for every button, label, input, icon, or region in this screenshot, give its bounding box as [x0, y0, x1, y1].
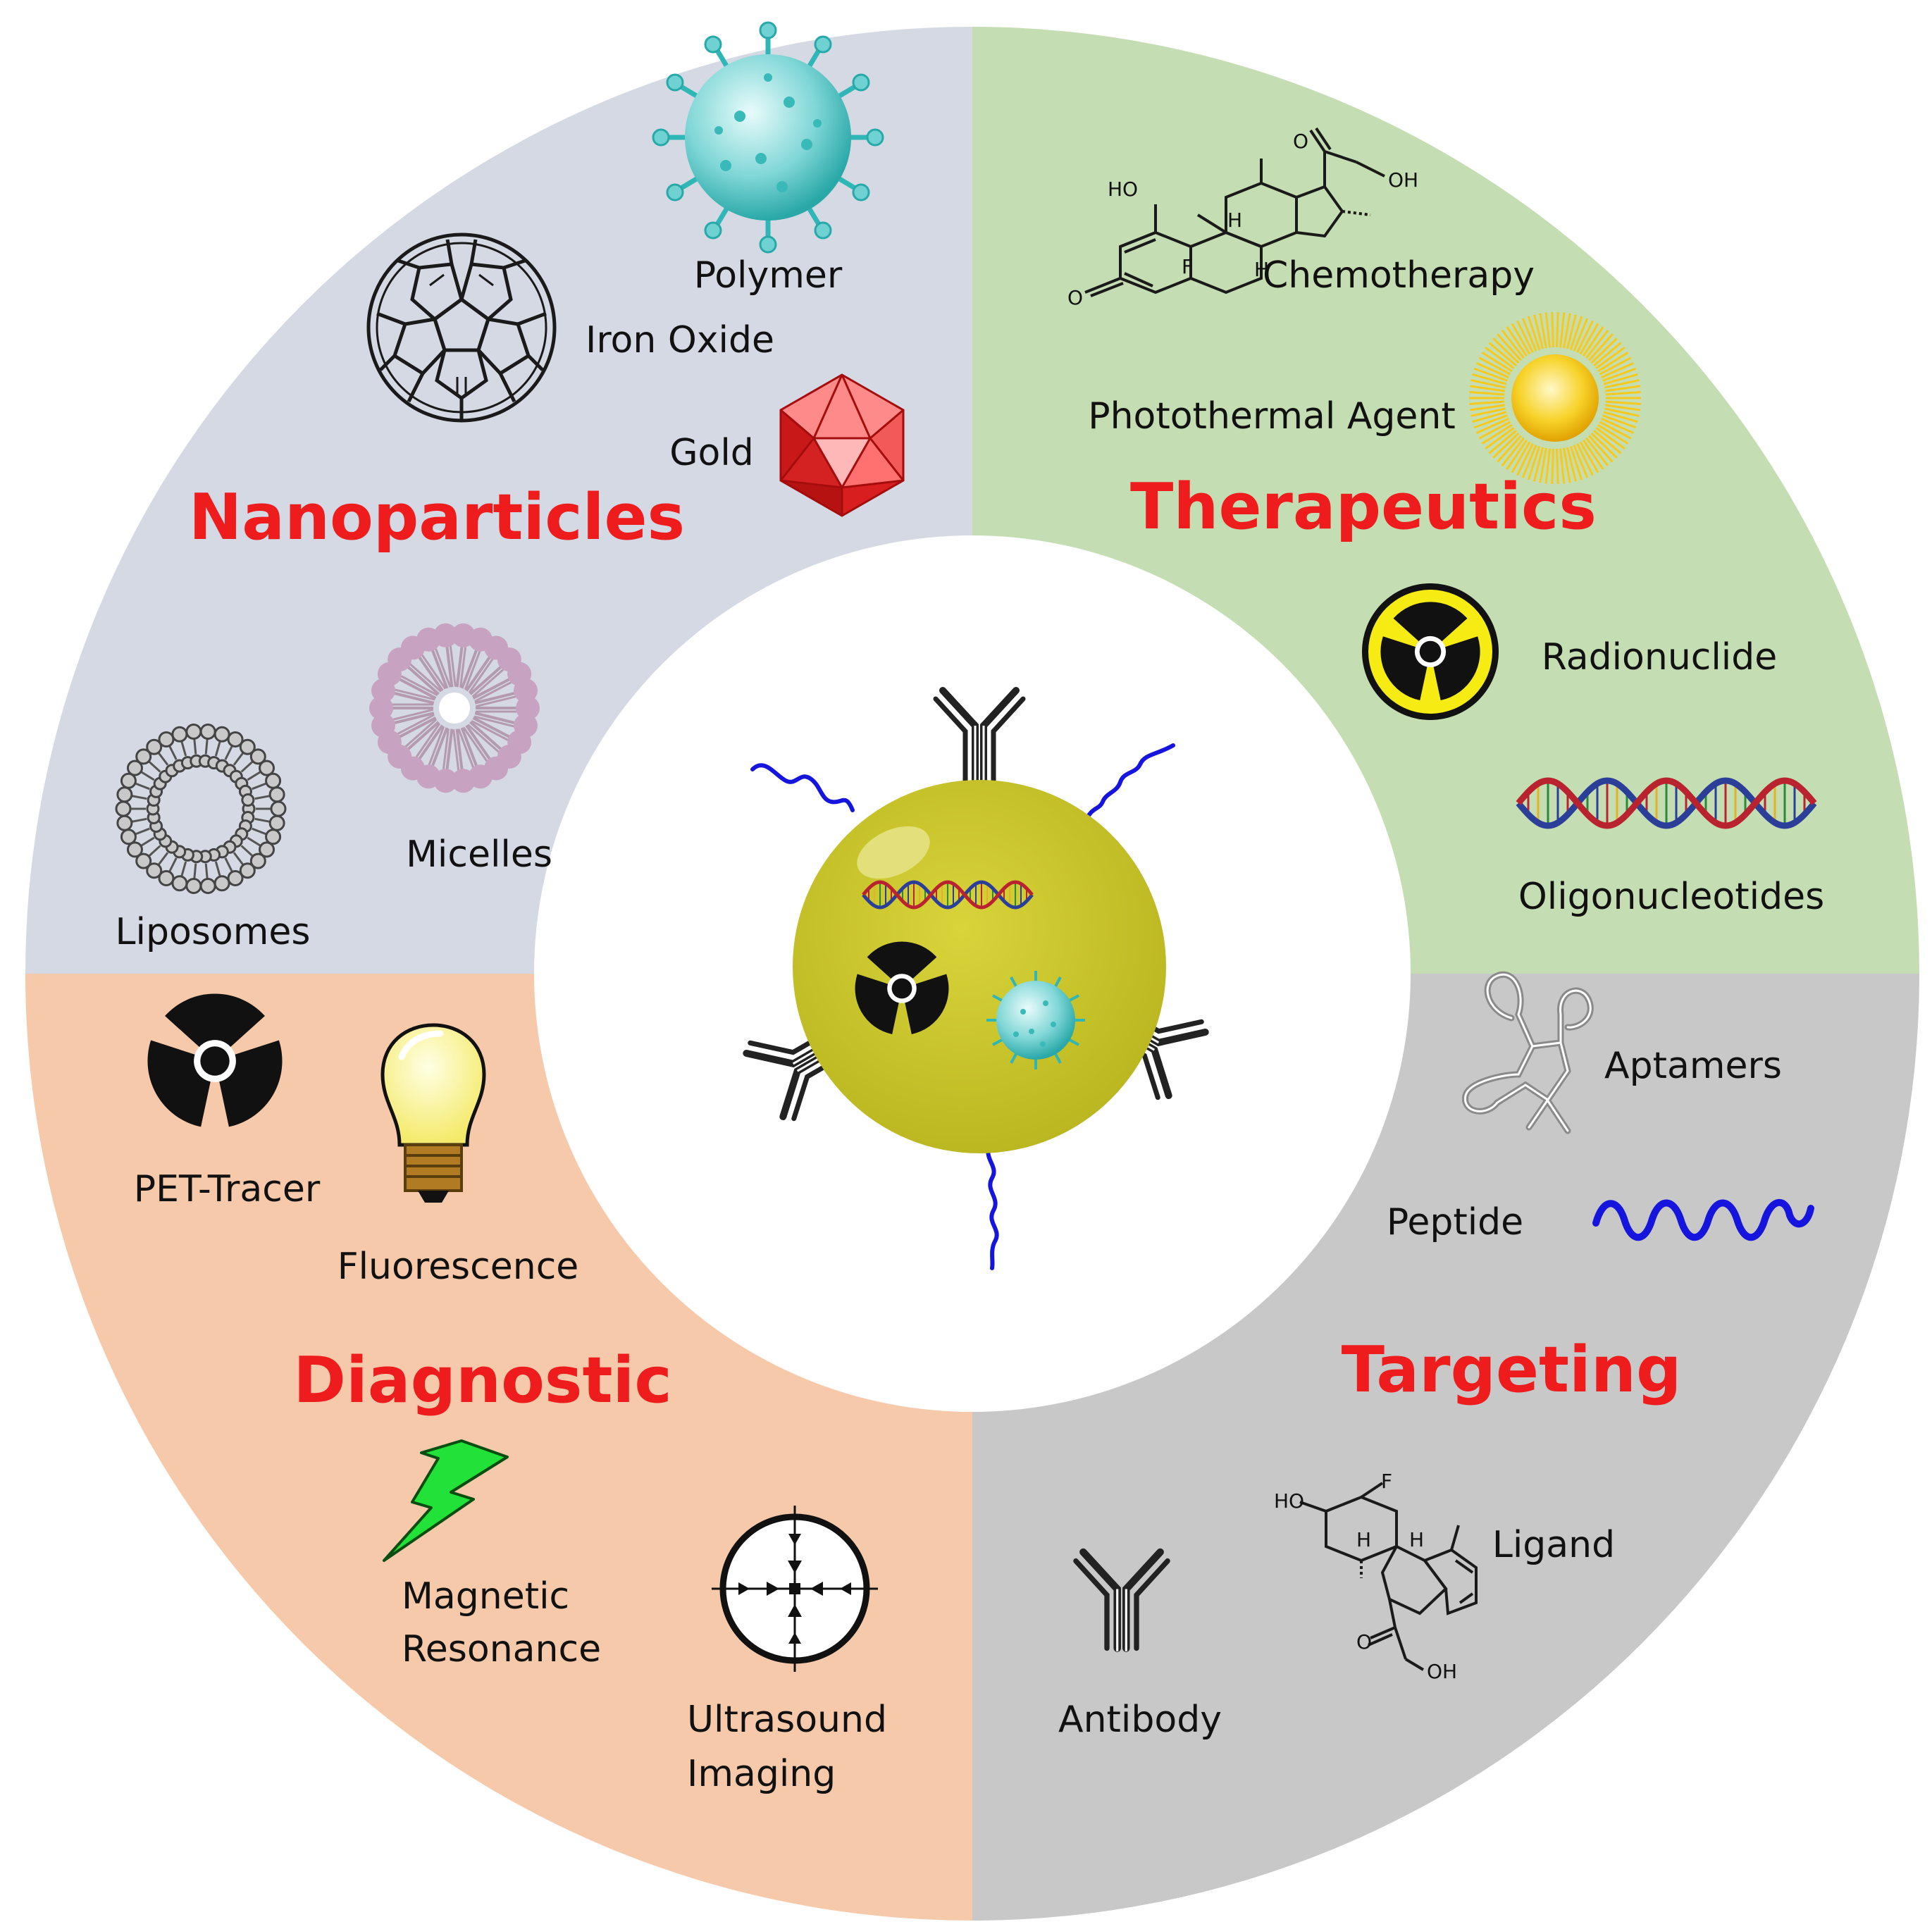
chemotherapy-label: Chemotherapy — [1263, 254, 1535, 297]
therapeutics-section: Therapeutics HO O OH F H — [1067, 127, 1824, 918]
chemo-ho-label: HO — [1108, 178, 1138, 201]
iron-oxide-label: Iron Oxide — [586, 319, 774, 361]
chemo-o-label: O — [1293, 130, 1308, 153]
ligand-ho-label: HO — [1274, 1489, 1304, 1513]
ultrasound-label-line1: Ultrasound — [687, 1699, 887, 1741]
ligand-oh-label: OH — [1427, 1660, 1457, 1683]
radionuclide-label: Radionuclide — [1542, 636, 1778, 678]
chemo-h2-label: H — [1254, 258, 1269, 281]
ligand-o-label: O — [1356, 1630, 1372, 1654]
diagnostic-title: Diagnostic — [293, 1344, 671, 1418]
polymer-label: Polymer — [694, 254, 843, 297]
core-sphere — [793, 780, 1166, 1153]
therapeutics-title: Therapeutics — [1130, 470, 1597, 544]
ultrasound-icon — [712, 1506, 878, 1672]
dna-icon — [1516, 777, 1817, 829]
chemo-ketone-o-label: O — [1067, 286, 1083, 309]
radiation-icon — [1362, 583, 1499, 720]
magnetic-label-line1: Magnetic — [402, 1575, 569, 1618]
sun-icon — [1469, 312, 1641, 484]
diagnostic-section: Diagnostic PET-Tracer Fluorescence Magne… — [134, 993, 887, 1795]
central-nanoparticle — [743, 690, 1208, 1270]
micelles-label: Micelles — [406, 833, 552, 876]
peptide-label: Peptide — [1387, 1201, 1523, 1243]
ligand-structure-icon — [1299, 1482, 1478, 1671]
lightbulb-icon — [380, 1023, 486, 1203]
ligand-f-label: F — [1381, 1470, 1392, 1493]
ligand-h2-label: H — [1409, 1528, 1424, 1551]
nanoparticles-section: Nanoparticles — [115, 21, 905, 953]
aptamers-label: Aptamers — [1604, 1045, 1782, 1087]
antibody-label: Antibody — [1058, 1699, 1222, 1741]
chemotherapy-structure-icon — [1084, 127, 1385, 297]
nanoparticles-title: Nanoparticles — [189, 480, 685, 554]
center-peptide-top-left — [750, 763, 855, 812]
center-dna-icon — [862, 880, 1034, 910]
aptamer-inner — [1464, 973, 1592, 1132]
ligand-h1-label: H — [1356, 1528, 1371, 1551]
center-peptide-bottom — [986, 1143, 999, 1270]
chemo-f-label: F — [1182, 255, 1193, 278]
fluorescence-label: Fluorescence — [338, 1246, 579, 1288]
chemo-oh-label: OH — [1388, 168, 1418, 192]
lightning-icon — [383, 1439, 509, 1562]
ultrasound-label-line2: Imaging — [687, 1753, 836, 1795]
core-highlight — [857, 826, 930, 879]
micelles-icon — [369, 623, 540, 793]
iron-oxide-icon — [366, 232, 557, 423]
photothermal-label: Photothermal Agent — [1088, 395, 1456, 438]
liposomes-label: Liposomes — [116, 911, 311, 953]
gold-label: Gold — [669, 432, 754, 474]
magnetic-label-line2: Resonance — [402, 1628, 601, 1670]
targeting-title: Targeting — [1342, 1333, 1682, 1407]
gold-icon — [779, 373, 905, 517]
pet-tracer-label: PET-Tracer — [134, 1168, 321, 1210]
targeting-section: Targeting Aptamers Peptide — [1058, 971, 1814, 1741]
peptide-icon — [1592, 1198, 1814, 1241]
polymer-icon — [652, 21, 884, 254]
chemo-h1-label: H — [1227, 209, 1242, 232]
center-polymer-icon — [986, 971, 1085, 1069]
ligand-label: Ligand — [1492, 1524, 1615, 1566]
liposomes-icon — [115, 723, 287, 895]
oligonucleotides-label: Oligonucleotides — [1518, 876, 1824, 918]
center-peptide-top-right — [1083, 743, 1175, 825]
